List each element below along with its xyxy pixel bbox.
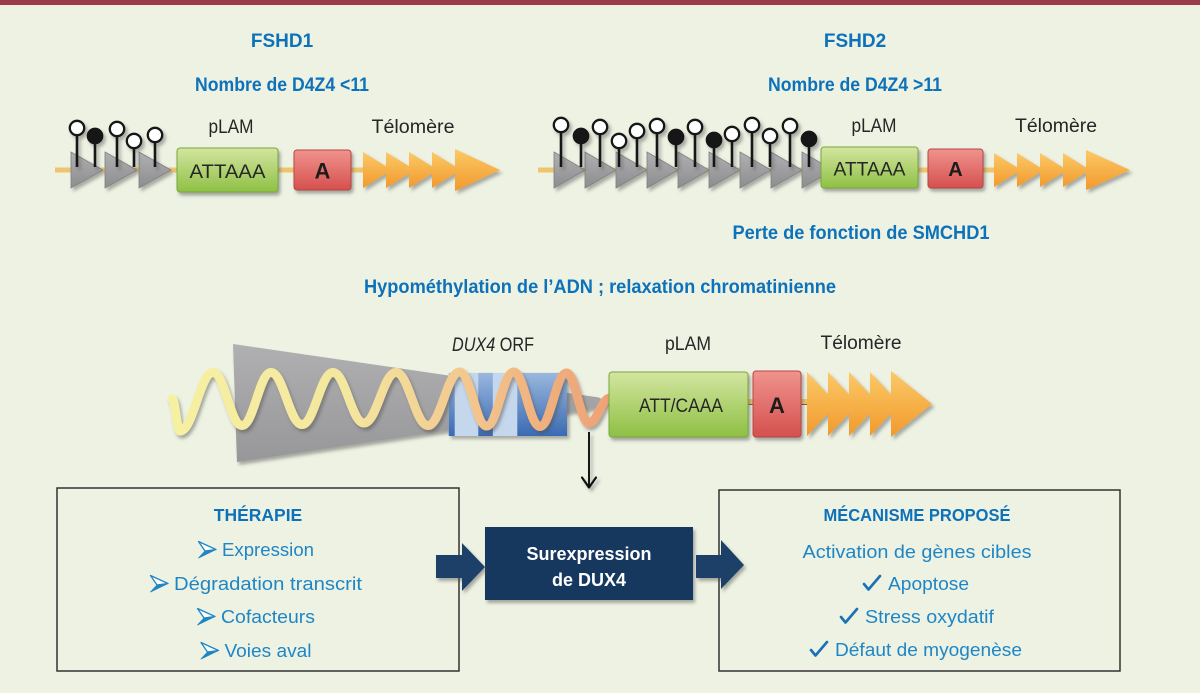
svg-text:FSHD1: FSHD1: [251, 31, 314, 52]
svg-text:ATT/CAAA: ATT/CAAA: [639, 396, 723, 417]
svg-text:Activation de gènes cibles: Activation de gènes cibles: [803, 541, 1032, 562]
svg-text:FSHD2: FSHD2: [824, 31, 886, 52]
svg-text:Défaut de myogenèse: Défaut de myogenèse: [835, 639, 1022, 660]
svg-text:de DUX4: de DUX4: [552, 570, 626, 590]
svg-text:DUX4 ORF: DUX4 ORF: [452, 335, 534, 356]
svg-text:Nombre de D4Z4 <11: Nombre de D4Z4 <11: [195, 75, 369, 96]
svg-text:Hypométhylation de l’ADN ; rel: Hypométhylation de l’ADN ; relaxation ch…: [364, 277, 836, 298]
svg-text:pLAM: pLAM: [209, 117, 254, 138]
svg-text:Télomère: Télomère: [1015, 116, 1097, 137]
svg-text:pLAM: pLAM: [665, 334, 711, 355]
svg-text:Dégradation transcrit: Dégradation transcrit: [174, 573, 362, 594]
svg-text:A: A: [315, 159, 331, 184]
svg-text:ATTAAA: ATTAAA: [834, 160, 906, 181]
svg-text:THÉRAPIE: THÉRAPIE: [214, 504, 302, 525]
svg-text:Surexpression: Surexpression: [526, 544, 651, 564]
svg-text:A: A: [769, 393, 785, 418]
svg-text:Télomère: Télomère: [372, 117, 455, 138]
svg-text:MÉCANISME PROPOSÉ: MÉCANISME PROPOSÉ: [824, 504, 1011, 525]
svg-text:Télomère: Télomère: [821, 333, 902, 354]
svg-text:Voies aval: Voies aval: [225, 640, 312, 661]
svg-text:Expression: Expression: [222, 539, 314, 560]
svg-text:Nombre de D4Z4 >11: Nombre de D4Z4 >11: [768, 75, 942, 96]
svg-text:Apoptose: Apoptose: [888, 573, 969, 594]
svg-text:A: A: [948, 159, 962, 181]
svg-text:Cofacteurs: Cofacteurs: [221, 606, 315, 627]
svg-text:pLAM: pLAM: [852, 116, 897, 137]
svg-text:ATTAAA: ATTAAA: [190, 162, 266, 183]
svg-text:Stress oxydatif: Stress oxydatif: [865, 606, 995, 627]
svg-text:Perte de fonction de SMCHD1: Perte de fonction de SMCHD1: [733, 223, 990, 244]
